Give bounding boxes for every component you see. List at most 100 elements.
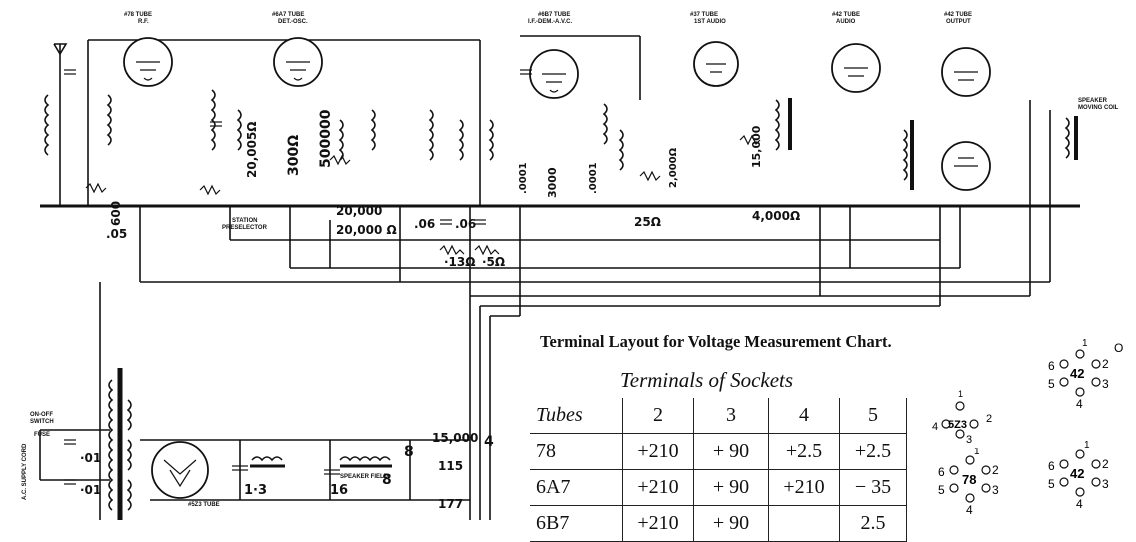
tube-label: #37 TUBE [690,12,718,18]
hand-value: 8 [404,444,414,460]
hand-value: 20,005Ω [245,121,259,178]
value-cell [768,505,840,542]
tube-function: I.F.-DEM.-A.V.C. [528,19,572,25]
hand-value: 300Ω [286,135,302,176]
coil-group [44,89,1070,181]
chart-title: Terminal Layout for Voltage Measurement … [540,332,892,351]
hand-value: 4 [484,434,494,450]
voltage-table: Tubes 2 3 4 5 78 +210 + 90 +2.5 +2.5 6A7… [530,398,907,542]
value-cell: +210 [622,469,694,506]
socket-pin: 2 [1102,457,1109,471]
hand-value: 20,000 Ω [336,223,397,237]
socket-pin: 5 [1048,477,1055,491]
hand-value: 15,000 [750,125,763,168]
fuse-label: FUSE [34,432,50,438]
socket-center: 42 [1070,366,1084,381]
hand-value: ·13Ω [444,255,475,269]
value-cell: + 90 [693,505,769,542]
hand-value: .06 [455,217,476,231]
hand-value: 600 [109,201,123,226]
switch-label: ON-OFF [30,412,53,418]
tube-label: #6B7 TUBE [538,12,570,18]
value-cell: 2.5 [839,505,907,542]
socket-extra: O [1114,341,1123,355]
socket-pin: 4 [932,421,938,433]
value-cell: +210 [768,469,840,506]
speaker-field-label: SPEAKER FIELD [340,474,389,480]
socket-pin: 1 [974,448,980,457]
tube-cell: 6B7 [530,505,623,542]
socket-pin: 2 [1102,357,1109,371]
hand-value: .0001 [588,162,599,194]
value-cell: +210 [622,505,694,542]
preselector-label: STATION [232,218,257,224]
tube-cell: 6A7 [530,469,623,506]
socket-center: 5Z3 [948,419,967,431]
hand-value: ·01 [80,483,101,497]
hand-value: 4,000Ω [752,209,800,223]
tube-function: OUTPUT [946,19,971,25]
socket-pin: 5 [938,483,945,497]
socket-pin: 1 [958,389,963,399]
value-cell: + 90 [693,433,769,470]
tube-function: 1ST AUDIO [694,19,726,25]
supply-cord-label: A.C. SUPPLY CORD [22,443,28,500]
table-header-row: Tubes 2 3 4 5 [530,398,907,434]
header-terminal: 4 [768,398,840,434]
socket-pin: 3 [966,434,972,444]
tube-5z3 [151,441,209,499]
hand-value: 8 [382,472,392,488]
hand-value: .05 [106,227,127,241]
rectifier-label: #5Z3 TUBE [188,502,220,508]
value-cell: +2.5 [768,433,840,470]
header-terminal: 2 [622,398,694,434]
hand-value: 16 [330,483,348,498]
header-tubes: Tubes [530,398,623,434]
header-terminal: 3 [693,398,769,434]
tube-label: #42 TUBE [944,12,972,18]
speaker-label: MOVING COIL [1078,105,1119,111]
hand-value: 500000 [318,109,334,168]
value-cell: + 90 [693,469,769,506]
socket-center: 78 [962,472,976,487]
speaker-label: SPEAKER [1078,98,1108,104]
chart-subtitle: Terminals of Sockets [620,368,794,392]
hand-value: .0001 [518,162,529,194]
header-terminal: 5 [839,398,907,434]
hand-value: 115 [438,459,463,473]
tube-label: #42 TUBE [832,12,860,18]
tube-function: AUDIO [836,19,856,25]
tube-label: #78 TUBE [124,12,152,18]
hand-value: ·5Ω [482,255,505,269]
socket-pin: 2 [992,463,999,477]
preselector-label: PRESELECTOR [222,225,268,231]
value-cell: − 35 [839,469,907,506]
hand-value: 15,000 [432,431,478,445]
hand-value: 3000 [546,167,559,198]
hand-value: .06 [414,217,435,231]
socket-pin: 1 [1082,338,1088,349]
socket-center: 42 [1070,466,1084,481]
socket-pin: 5 [1048,377,1055,391]
socket-pin: 1 [1084,440,1090,451]
value-cell: +210 [622,433,694,470]
table-row: 6B7 +210 + 90 2.5 [530,505,907,542]
socket-pin: 6 [1048,459,1055,473]
socket-42-top: 42 1 2 3 4 5 6 O [1048,338,1123,411]
table-row: 6A7 +210 + 90 +210 − 35 [530,469,907,506]
tube-cell: 78 [530,433,623,470]
socket-pin: 4 [1076,397,1083,411]
socket-pin: 4 [1076,497,1083,511]
socket-pin: 3 [992,483,999,497]
socket-pin: 3 [1102,377,1109,391]
tube-label: #6A7 TUBE [272,12,304,18]
socket-pin: 6 [938,465,945,479]
hand-value: ·01 [80,451,101,465]
hand-value: 2,000Ω [668,147,679,188]
socket-5z3: 5Z3 1 2 3 4 [932,389,992,444]
value-cell: +2.5 [839,433,907,470]
switch-label: SWITCH [30,419,54,425]
socket-42-bottom: 42 1 2 3 4 5 6 [1048,440,1109,511]
socket-pin: 4 [966,503,973,517]
socket-pin: 2 [986,413,992,425]
